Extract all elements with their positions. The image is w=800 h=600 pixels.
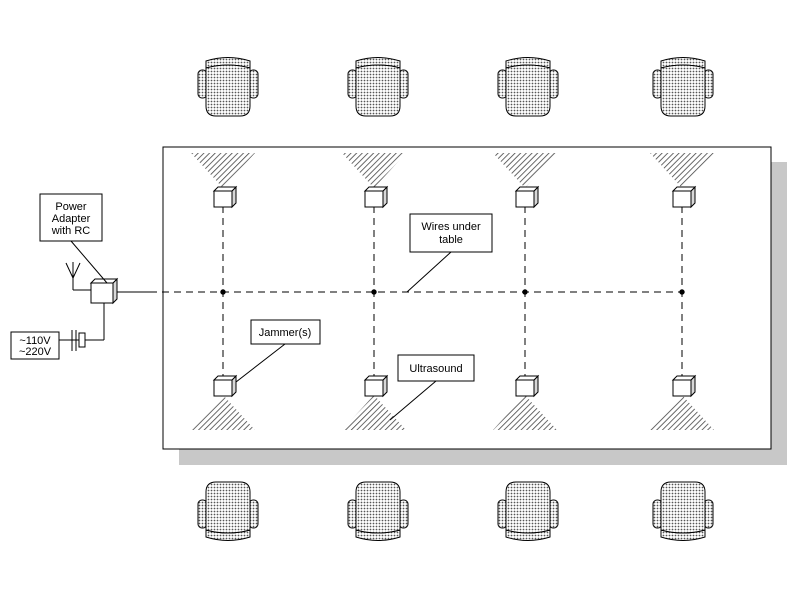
svg-text:table: table bbox=[439, 234, 463, 246]
wires-label: Wires under table bbox=[406, 213, 493, 293]
ultrasound-cone bbox=[493, 395, 557, 430]
svg-text:Power: Power bbox=[55, 201, 87, 213]
svg-text:with RC: with RC bbox=[51, 225, 91, 237]
power-adapter-label: Power Adapter with RC bbox=[39, 193, 108, 284]
svg-text:Adapter: Adapter bbox=[52, 213, 91, 225]
jammers bbox=[191, 153, 714, 430]
conference-table bbox=[162, 146, 772, 450]
jammer-icon bbox=[514, 374, 540, 398]
jammer-icon bbox=[212, 374, 238, 398]
chair-icon bbox=[652, 57, 714, 117]
jammer-icon bbox=[363, 185, 389, 209]
plug-icon bbox=[66, 330, 86, 351]
antenna-icon bbox=[65, 262, 91, 291]
jammer-icon bbox=[671, 374, 697, 398]
ultrasound-cone bbox=[191, 395, 255, 430]
wire-junction bbox=[371, 289, 377, 295]
jammer-icon bbox=[363, 374, 389, 398]
ultrasound-cone bbox=[342, 153, 406, 188]
chair-icon bbox=[347, 481, 409, 541]
wire-junction bbox=[522, 289, 528, 295]
power-adapter bbox=[89, 277, 119, 305]
ultrasound-cone bbox=[342, 395, 406, 430]
wire-junction bbox=[220, 289, 226, 295]
svg-text:~220V: ~220V bbox=[19, 346, 52, 358]
svg-text:Jammer(s): Jammer(s) bbox=[259, 327, 312, 339]
jammer-icon bbox=[514, 185, 540, 209]
chair-icon bbox=[652, 481, 714, 541]
ultrasound-cone bbox=[650, 395, 714, 430]
chairs bbox=[197, 57, 714, 541]
chair-icon bbox=[497, 481, 559, 541]
power-cord bbox=[82, 303, 105, 341]
svg-text:~110V: ~110V bbox=[19, 335, 51, 347]
svg-text:Wires under: Wires under bbox=[421, 221, 481, 233]
wire-junction bbox=[679, 289, 685, 295]
ultrasound-cone bbox=[650, 153, 714, 188]
ultrasound-cone bbox=[191, 153, 255, 188]
ultrasound-cone bbox=[493, 153, 557, 188]
wiring bbox=[117, 206, 685, 380]
jammer-icon bbox=[671, 185, 697, 209]
voltage-label: ~110V ~220V bbox=[10, 331, 66, 360]
chair-icon bbox=[197, 481, 259, 541]
svg-text:Ultrasound: Ultrasound bbox=[409, 363, 462, 375]
chair-icon bbox=[347, 57, 409, 117]
jammers-label: Jammer(s) bbox=[235, 319, 321, 383]
chair-icon bbox=[197, 57, 259, 117]
jammer-icon bbox=[212, 185, 238, 209]
chair-icon bbox=[497, 57, 559, 117]
ultrasound-label: Ultrasound bbox=[389, 354, 475, 421]
